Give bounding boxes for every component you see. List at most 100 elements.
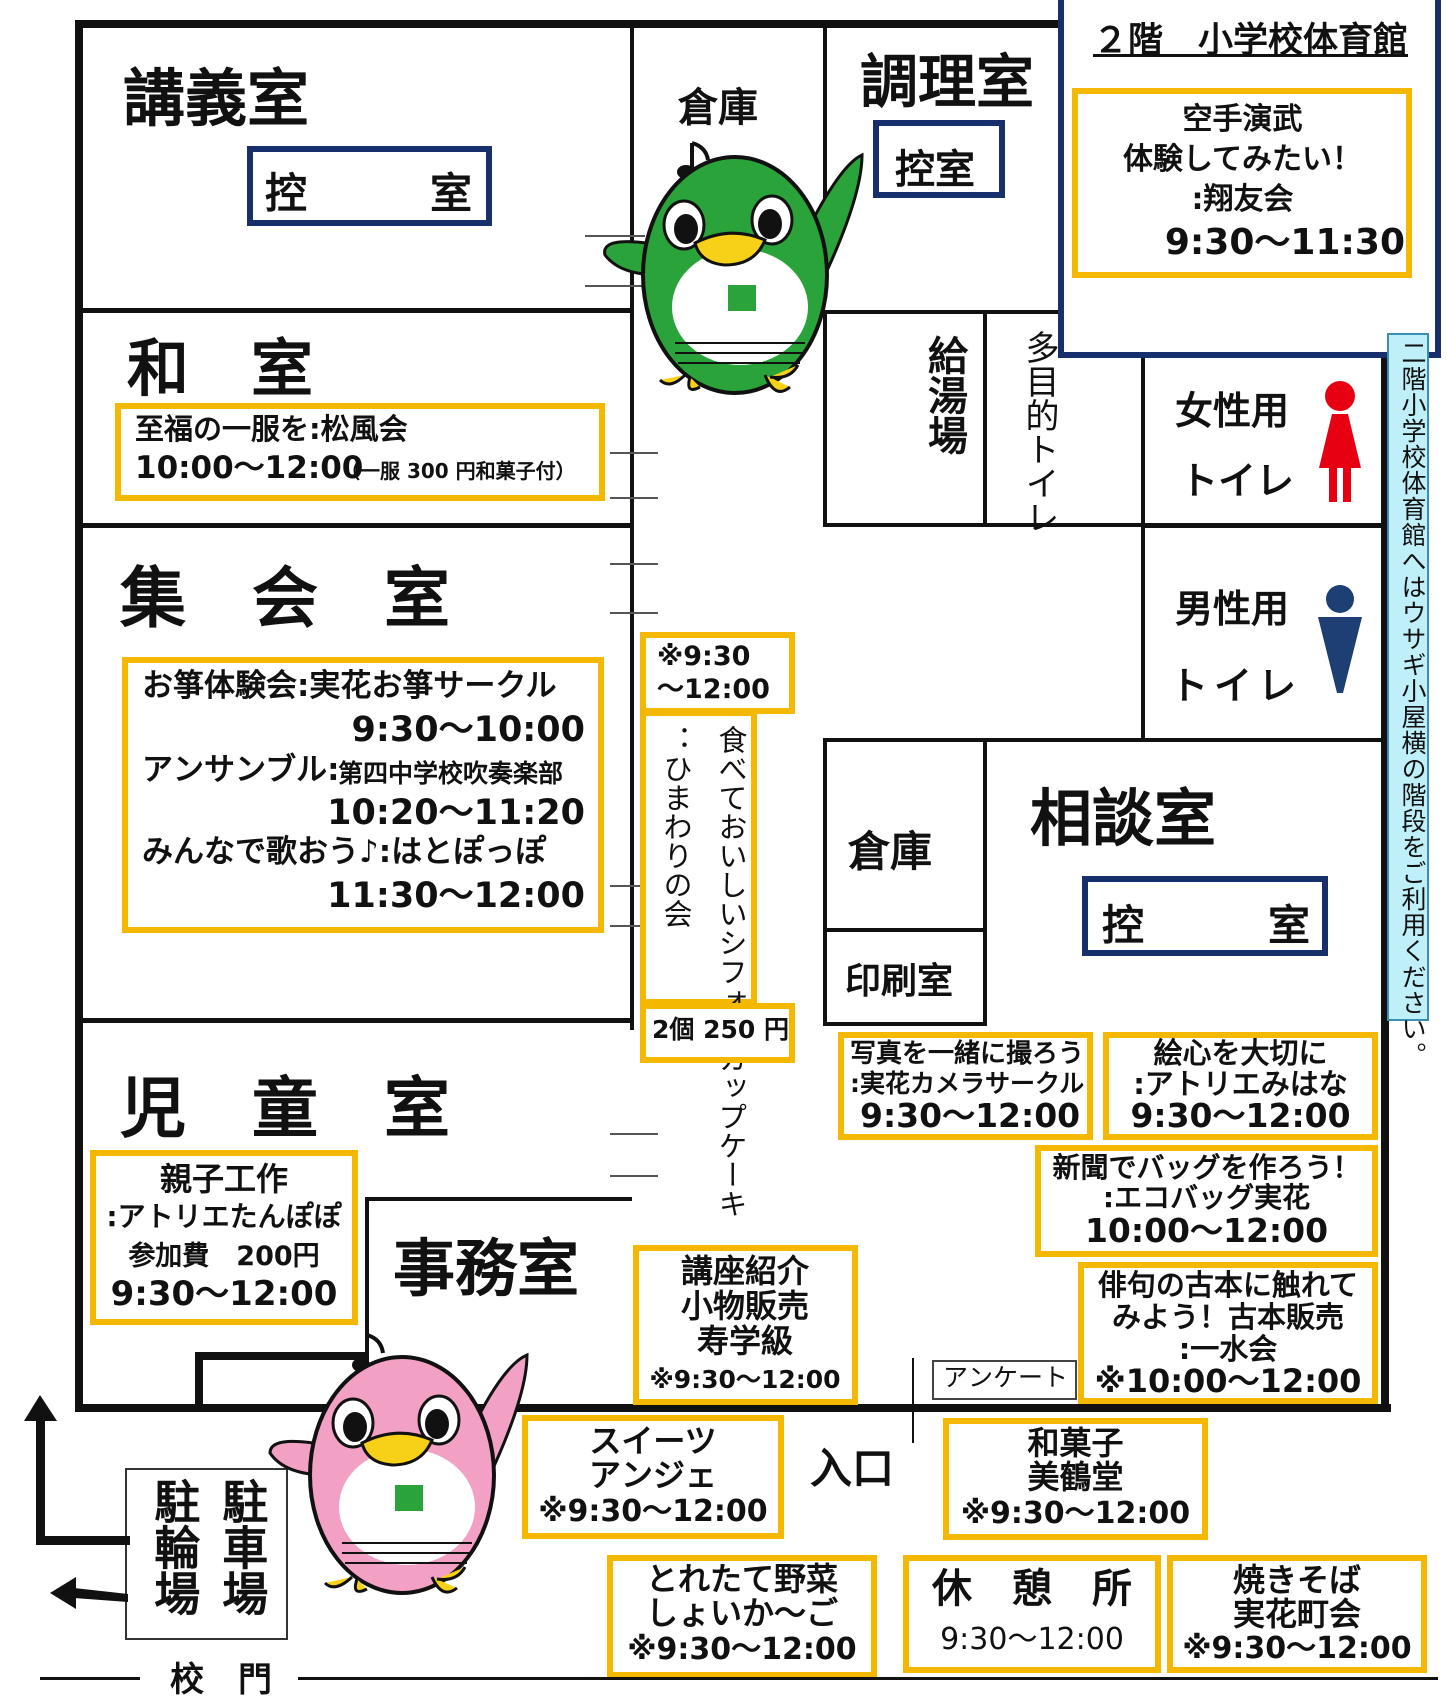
room-washitsu-title: 和 室 — [127, 332, 314, 405]
wall-toilet-left — [1141, 355, 1145, 742]
wall-left-column — [630, 20, 634, 1030]
photo-box — [838, 1032, 1093, 1140]
room-soko1-title: 倉庫 — [678, 85, 758, 131]
yakisoba-box — [1167, 1555, 1427, 1673]
room-shukai-time3: 11:30～12:00 — [327, 876, 585, 916]
wall-kyuto-divider — [983, 310, 987, 527]
door-tick — [585, 285, 645, 287]
room-sodan-waiting-box — [1082, 876, 1328, 956]
haiku-time: ※10:00～12:00 — [1094, 1362, 1362, 1400]
room-shukai-title: 集 会 室 — [120, 560, 450, 637]
ekokoro-box — [1103, 1032, 1378, 1140]
room-chori-waiting: 控室 — [895, 147, 975, 193]
chiffon-box — [640, 710, 757, 1005]
men-toilet-icon — [1318, 585, 1362, 693]
wall-jimu-top — [365, 1197, 632, 1201]
bag-time: 10:00～12:00 — [1084, 1211, 1329, 1250]
men-toilet-label2: トイレ — [1170, 664, 1303, 708]
ekokoro-time: 9:30～12:00 — [1130, 1096, 1351, 1135]
door-tick — [610, 885, 658, 887]
floor2-event-line3: :翔友会 — [1191, 182, 1294, 217]
sweets-time: ※9:30～12:00 — [538, 1494, 768, 1529]
wall-lower-step-b — [195, 1352, 203, 1407]
parking-box — [125, 1468, 288, 1640]
outer-wall-right — [1381, 355, 1389, 1412]
wall-soko2-right — [983, 738, 987, 1026]
wall-kogi-bottom — [75, 308, 632, 313]
route-arrow-left-icon — [50, 1577, 128, 1609]
bag-line2: :エコバッグ実花 — [1102, 1181, 1311, 1214]
pink-bird-mascot-icon — [268, 1333, 529, 1595]
floor2-event-time: 9:30～11:30 — [1164, 222, 1405, 263]
chiffon-time2: ～12:00 — [657, 674, 770, 705]
survey-label: アンケート — [942, 1363, 1068, 1392]
door-tick — [610, 563, 658, 565]
room-chori-waiting-box — [873, 120, 1005, 198]
kouza-line1: 講座紹介 — [680, 1252, 809, 1290]
chiffon-time-box — [640, 632, 795, 714]
room-washitsu-time: 10:00～12:00 — [135, 450, 364, 486]
green-bird-mascot-icon — [603, 141, 864, 395]
photo-line2: :実花カメラサークル — [850, 1069, 1085, 1098]
wall-soko-right — [823, 20, 827, 230]
survey-post — [912, 1358, 914, 1443]
yakisoba-time: ※9:30～12:00 — [1182, 1631, 1412, 1666]
room-jido-title: 児 童 室 — [120, 1070, 450, 1147]
wagashi-box — [943, 1418, 1208, 1540]
room-jimu-title: 事務室 — [393, 1232, 580, 1305]
door-tick — [610, 925, 658, 927]
photo-line1: 写真を一緒に撮ろう — [850, 1039, 1085, 1069]
yakisoba-line2: 実花町会 — [1232, 1595, 1361, 1633]
kyukei-time: 9:30～12:00 — [940, 1622, 1124, 1657]
haiku-line2: みよう！古本販売 — [1111, 1300, 1344, 1334]
room-shukai-event-box — [122, 657, 604, 933]
chiffon-price-box — [640, 1003, 795, 1063]
sweets-box — [522, 1415, 784, 1539]
room-sodan-waiting-a: 控 — [1102, 901, 1145, 950]
wall-lower-step-a — [195, 1352, 367, 1360]
floor2-event-line1: 空手演武 — [1182, 102, 1303, 137]
room-jido-event-box — [90, 1150, 358, 1325]
wagashi-line1: 和菓子 — [1027, 1424, 1124, 1462]
parking-car-label: 駐車場 — [215, 1478, 270, 1616]
bag-box — [1035, 1145, 1378, 1257]
route-arrow-up-icon — [24, 1395, 130, 1545]
yasai-line1: とれたて野菜 — [645, 1560, 838, 1598]
women-toilet-label2: トイレ — [1180, 459, 1295, 503]
room-jido-line1: 親子工作 — [159, 1160, 288, 1198]
wall-washitsu-bottom — [75, 523, 632, 528]
haiku-line1: 俳句の古本に触れて — [1097, 1268, 1359, 1302]
floor2-access-note-box — [1387, 333, 1429, 1021]
entrance-label: 入口 — [810, 1444, 895, 1493]
chiffon-org: ：ひまわりの会 — [659, 725, 693, 928]
kyukei-box — [903, 1555, 1161, 1673]
floor2-event-line2: 体験してみたい！ — [1122, 142, 1363, 177]
wall-kyuto-bottom — [823, 523, 1383, 527]
room-washitsu-note: （一服 300 円和菓子付） — [340, 459, 576, 483]
chiffon-price: 2個 250 円 — [652, 1015, 789, 1044]
men-toilet-label1: 男性用 — [1175, 587, 1290, 631]
wagashi-time: ※9:30～12:00 — [960, 1496, 1191, 1531]
wall-toilet-bottom — [823, 738, 1383, 742]
kouza-box — [633, 1245, 858, 1405]
wall-center-right — [823, 310, 827, 527]
room-jido-time: 9:30～12:00 — [110, 1274, 338, 1314]
room-shukai-event3: みんなで歌おう♪:はとぽっぽ — [142, 834, 547, 870]
door-tick — [610, 612, 658, 614]
room-shukai-event1: お箏体験会:実花お箏サークル — [142, 668, 557, 704]
room-sodan-title: 相談室 — [1030, 782, 1217, 855]
sweets-line1: スイーツ — [589, 1422, 717, 1460]
floor2-access-note: 二階小学校体育館へはウサギ小屋横の階段をご利用ください。 — [1398, 340, 1427, 1068]
room-shukai-event2b: 第四中学校吹奏楽部 — [338, 759, 564, 788]
wall-insatsu-bottom — [823, 1022, 987, 1026]
room-insatsu-title: 印刷室 — [845, 961, 954, 1002]
room-kogi-waiting-b: 室 — [430, 169, 473, 218]
ekokoro-line2: :アトリエみはな — [1133, 1067, 1348, 1101]
gate-line-right — [298, 1677, 1438, 1680]
room-sodan-waiting-b: 室 — [1268, 901, 1311, 950]
room-tamokuteki-title: 多目的トイレ — [1019, 330, 1059, 534]
room-soko2-title: 倉庫 — [848, 827, 933, 876]
room-washitsu-event: 至福の一服を:松風会 — [135, 412, 408, 446]
wall-center-top — [823, 310, 1061, 314]
wall-shukai-bottom — [75, 1018, 632, 1023]
